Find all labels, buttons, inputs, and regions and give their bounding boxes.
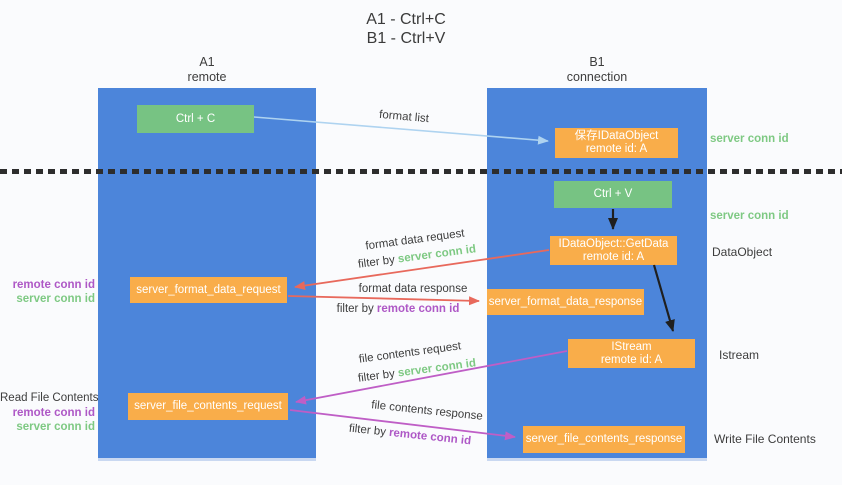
node-server-format-data-request-label: server_format_data_request (136, 283, 281, 296)
node-istream: IStream remote id: A (568, 339, 695, 368)
node-server-file-contents-request-label: server_file_contents_request (134, 400, 282, 412)
phase-divider-dotted-line (0, 169, 842, 174)
edge-file-contents-request (295, 350, 568, 405)
annotation-file-conn-ids: remote conn id server conn id (0, 406, 95, 434)
node-server-file-contents-response-label: server_file_contents_response (525, 433, 683, 445)
filter-by-value-remote: remote conn id (376, 303, 460, 315)
filter-by-prefix: filter by (336, 303, 377, 315)
node-idataobject-getdata: IDataObject::GetData remote id: A (550, 236, 677, 265)
node-server-file-contents-request: server_file_contents_request (128, 393, 288, 420)
lane-a-title: A1 (199, 55, 215, 69)
node-ctrl-v-label: Ctrl + V (593, 188, 633, 200)
lane-b-title: B1 (589, 55, 605, 69)
diagram-title: A1 - Ctrl+C B1 - Ctrl+V (300, 10, 512, 48)
node-server-format-data-response: server_format_data_response (487, 289, 644, 315)
annotation-write-file-contents: Write File Contents (714, 432, 816, 446)
node-save-idataobject-line2: remote id: A (585, 143, 648, 155)
edge-format-data-request (294, 249, 550, 291)
node-idataobject-getdata-line1: IDataObject::GetData (558, 237, 669, 250)
annotation-read-file-contents: Read File Contents (0, 392, 99, 404)
node-server-file-contents-response: server_file_contents_response (523, 426, 685, 453)
annotation-format-server-conn-id: server conn id (16, 293, 95, 305)
edge-format-data-response (287, 295, 480, 306)
annotation-format-remote-conn-id: remote conn id (12, 279, 95, 291)
node-save-idataobject: 保存IDataObject remote id: A (555, 128, 678, 158)
node-istream-line1: IStream (611, 340, 652, 353)
lane-a-header: A1 remote (97, 55, 317, 85)
node-server-format-data-request: server_format_data_request (130, 277, 287, 303)
lane-a-subtitle: remote (187, 70, 227, 84)
node-istream-line2: remote id: A (600, 353, 663, 366)
edge-file-contents-response (289, 409, 516, 441)
annotation-dataobject: DataObject (712, 245, 773, 259)
node-ctrl-c: Ctrl + C (137, 105, 254, 133)
annotation-server-conn-id-top: server conn id (710, 133, 789, 145)
lane-b-header: B1 connection (487, 55, 707, 85)
title-line-b1: B1 - Ctrl+V (366, 30, 446, 47)
edge-label-format-data-response: format data response (358, 283, 468, 295)
annotation-format-conn-ids: remote conn id server conn id (0, 278, 95, 306)
node-ctrl-v: Ctrl + V (554, 181, 672, 208)
annotation-server-conn-id-mid: server conn id (710, 210, 789, 222)
node-save-idataobject-line1: 保存IDataObject (574, 130, 659, 142)
edge-getdata-to-istream (652, 264, 675, 332)
edge-label-filter-by-remote-conn-id-1: filter by remote conn id (337, 303, 460, 315)
annotation-file-server-conn-id: server conn id (16, 421, 95, 433)
title-line-a1: A1 - Ctrl+C (366, 11, 446, 28)
lane-b-subtitle: connection (566, 70, 628, 84)
node-server-format-data-response-label: server_format_data_response (488, 295, 643, 308)
annotation-file-remote-conn-id: remote conn id (12, 407, 95, 419)
node-idataobject-getdata-line2: remote id: A (582, 250, 645, 263)
edge-format-list (253, 116, 549, 145)
node-ctrl-c-label: Ctrl + C (175, 112, 216, 125)
annotation-istream: Istream (719, 348, 760, 362)
